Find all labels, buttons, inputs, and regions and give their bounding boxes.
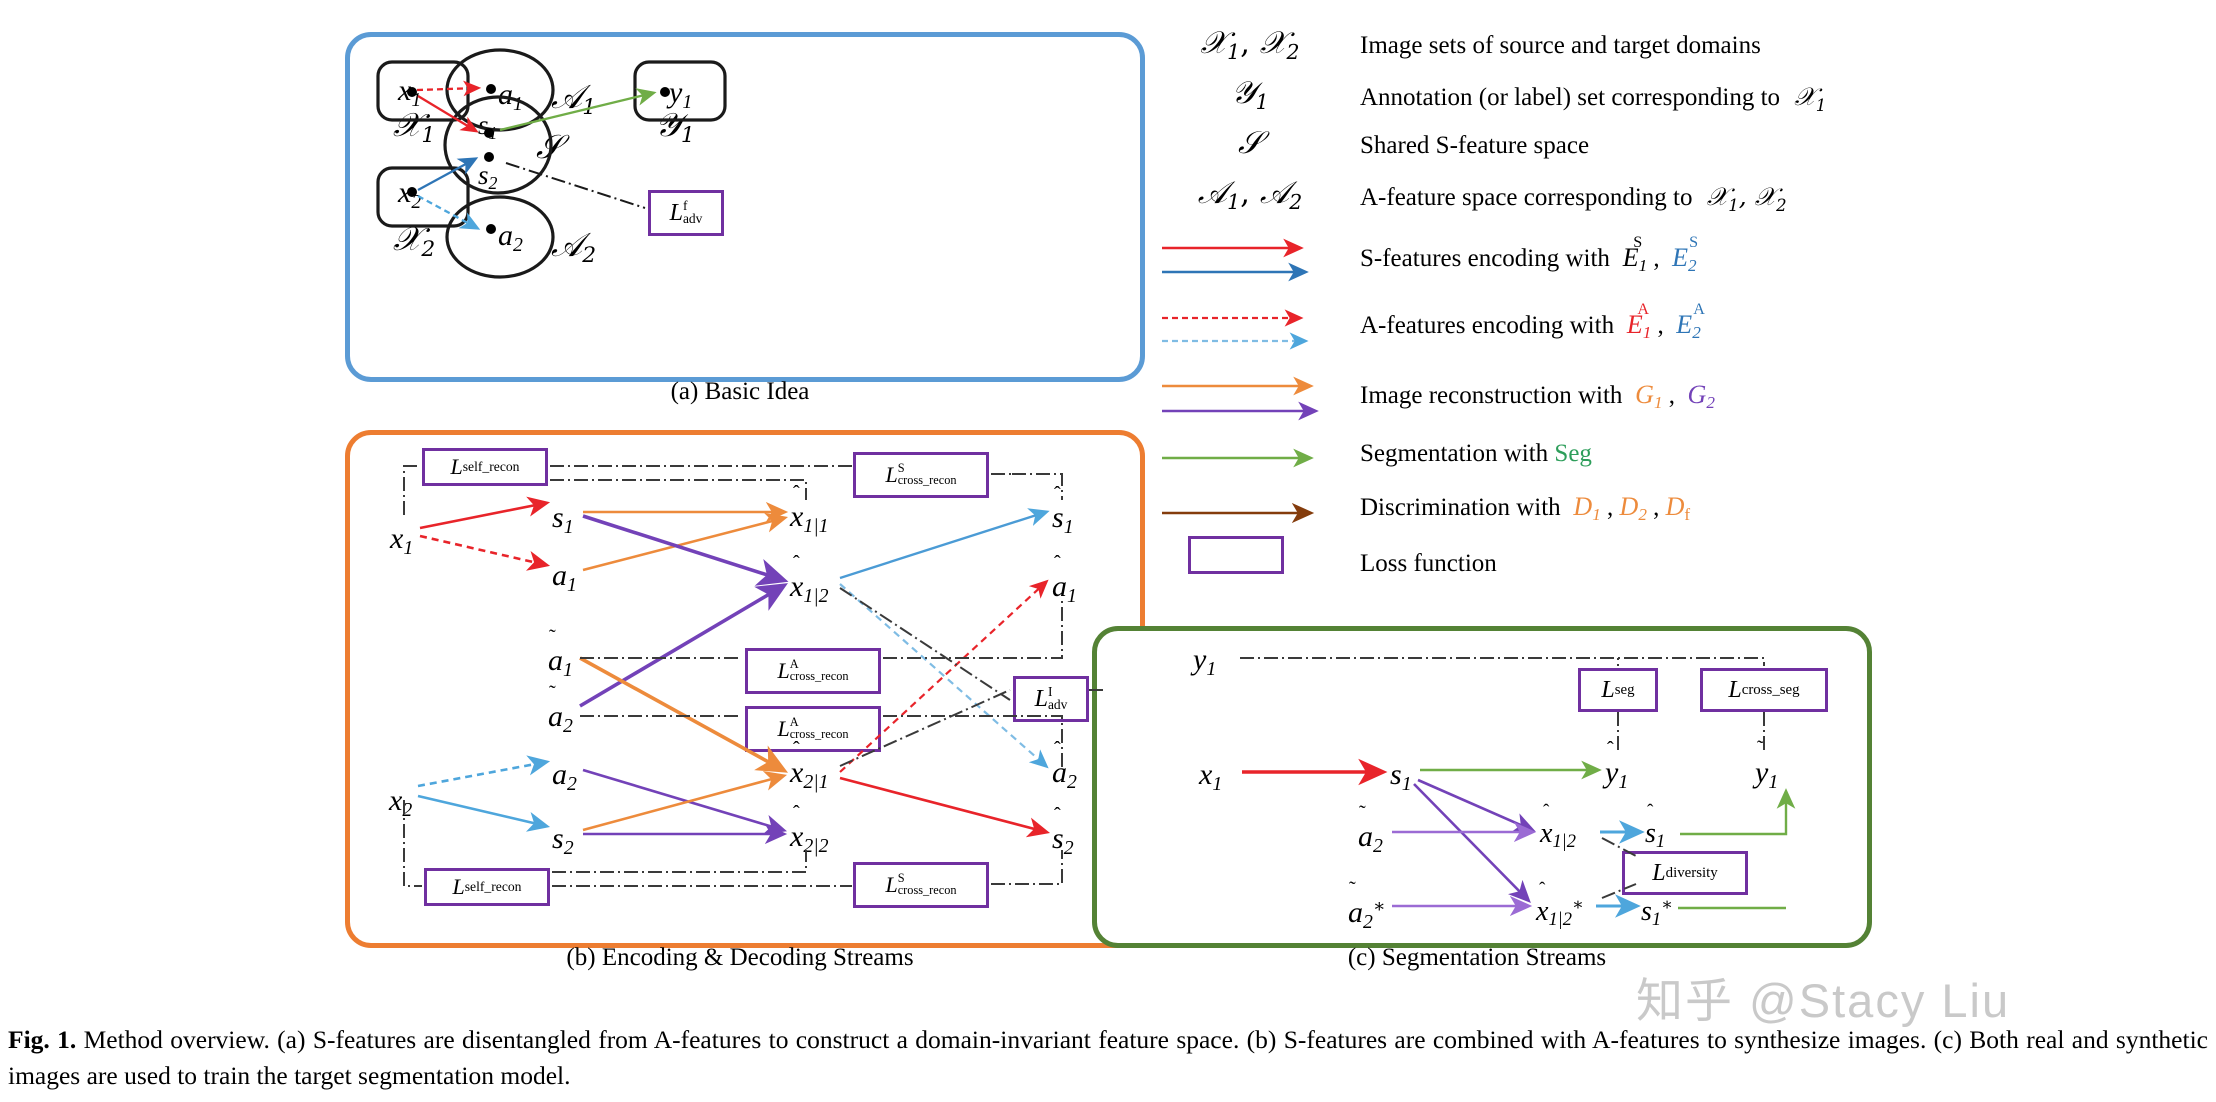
space-label-Y1: 𝒴1 xyxy=(655,105,695,149)
legend-loss-box-swatch xyxy=(1188,536,1284,574)
node-atilde1-b: a˜1 xyxy=(548,626,573,681)
legend-symbol-X1-X2: 𝒳1, 𝒳2 xyxy=(1200,25,1300,64)
figure-caption-body: Method overview. (a) S-features are dise… xyxy=(8,1025,2208,1090)
space-label-X2: 𝒳2 xyxy=(393,219,436,263)
legend-text-image-reconstruction: Image reconstruction with G1 , G2 xyxy=(1360,380,1715,412)
legend-symbol-inline-X1: 𝒳1 xyxy=(1786,82,1827,115)
figure-caption-prefix: Fig. 1. xyxy=(8,1025,77,1054)
legend-symbol-Df: Df xyxy=(1665,492,1691,524)
node-shat-1-star-c: sˆ1∗ xyxy=(1641,880,1673,929)
legend-text-annotation-main: Annotation (or label) set corresponding … xyxy=(1360,84,1781,111)
legend-text-segmentation-main: Segmentation with xyxy=(1360,440,1549,467)
space-label-A2: 𝒜2 xyxy=(551,225,597,269)
legend-symbol-Seg: Seg xyxy=(1554,440,1592,467)
legend-text-shared-space: Shared S-feature space xyxy=(1360,132,1590,159)
panel-b-caption: (b) Encoding & Decoding Streams xyxy=(566,944,914,971)
node-x2-b: x2 xyxy=(389,784,413,821)
node-s2-a: s2 xyxy=(478,160,498,193)
legend-text-a-feature-space: A-feature space corresponding to 𝒳1, 𝒳2 xyxy=(1360,182,1787,215)
figure-caption: Fig. 1. Method overview. (a) S-features … xyxy=(8,1022,2208,1094)
legend-symbol-A1-A2: 𝒜1, 𝒜2 xyxy=(1197,175,1303,214)
space-label-A1: 𝒜1 xyxy=(551,77,597,121)
legend-symbol-D1: D1 xyxy=(1566,492,1601,524)
legend-symbol-D2: D2 xyxy=(1619,492,1647,524)
legend-text-loss-function: Loss function xyxy=(1360,550,1497,577)
watermark: 知乎 @Stacy Liu xyxy=(1636,974,2011,1027)
legend-text-image-sets: Image sets of source and target domains xyxy=(1360,32,1761,59)
legend-symbol-S: 𝒮 xyxy=(1238,125,1262,161)
node-x2-a: x2 xyxy=(398,176,422,213)
legend-symbol-G2: G2 xyxy=(1687,380,1715,412)
legend-text-a-features-main: A-features encoding with xyxy=(1360,312,1615,339)
legend-symbol-Y1: 𝒴1 xyxy=(1231,75,1269,114)
node-x1-b: x1 xyxy=(390,522,414,559)
legend-text-annotation: Annotation (or label) set corresponding … xyxy=(1360,82,1826,115)
node-s1-c: s1 xyxy=(1390,758,1412,795)
legend-text-discrimination-main: Discrimination with xyxy=(1360,494,1561,521)
node-s1-b: s1 xyxy=(552,501,574,538)
node-ytilde-1-c: y˜1 xyxy=(1755,737,1779,793)
panel-c-caption: (c) Segmentation Streams xyxy=(1347,944,1607,971)
node-x1-c: x1 xyxy=(1199,758,1223,795)
node-a2-b: a2 xyxy=(552,758,577,795)
panel-a-basic-idea xyxy=(345,32,1145,382)
panel-a-caption: (a) Basic Idea xyxy=(670,378,810,405)
node-a1-b: a1 xyxy=(552,559,577,596)
node-atilde2-c: a˜2 xyxy=(1358,802,1383,857)
legend-symbol-inline-X1-X2: 𝒳1, 𝒳2 xyxy=(1698,182,1787,215)
space-label-S: 𝒮 xyxy=(536,127,562,166)
legend-text-discrimination: Discrimination with D1 , D2 , Df xyxy=(1360,492,1691,524)
node-s2-b: s2 xyxy=(552,822,574,859)
legend-symbol-G1: G1 xyxy=(1628,380,1663,412)
legend-text-segmentation: Segmentation with Seg xyxy=(1360,440,1592,468)
legend-text-s-features-main: S-features encoding with xyxy=(1360,245,1610,272)
node-y1-c: y1 xyxy=(1193,643,1217,680)
node-atilde2-star-c: a˜2∗ xyxy=(1348,878,1386,933)
node-s1-a: s1 xyxy=(478,110,498,143)
space-label-X1: 𝒳1 xyxy=(393,105,436,149)
legend-text-reconstruction-main: Image reconstruction with xyxy=(1360,382,1623,409)
node-a1-a: a1 xyxy=(498,78,523,115)
node-a2-a: a2 xyxy=(498,219,523,256)
legend-text-a-feature-main: A-feature space corresponding to xyxy=(1360,184,1693,211)
node-atilde2-b: a˜2 xyxy=(548,682,573,737)
